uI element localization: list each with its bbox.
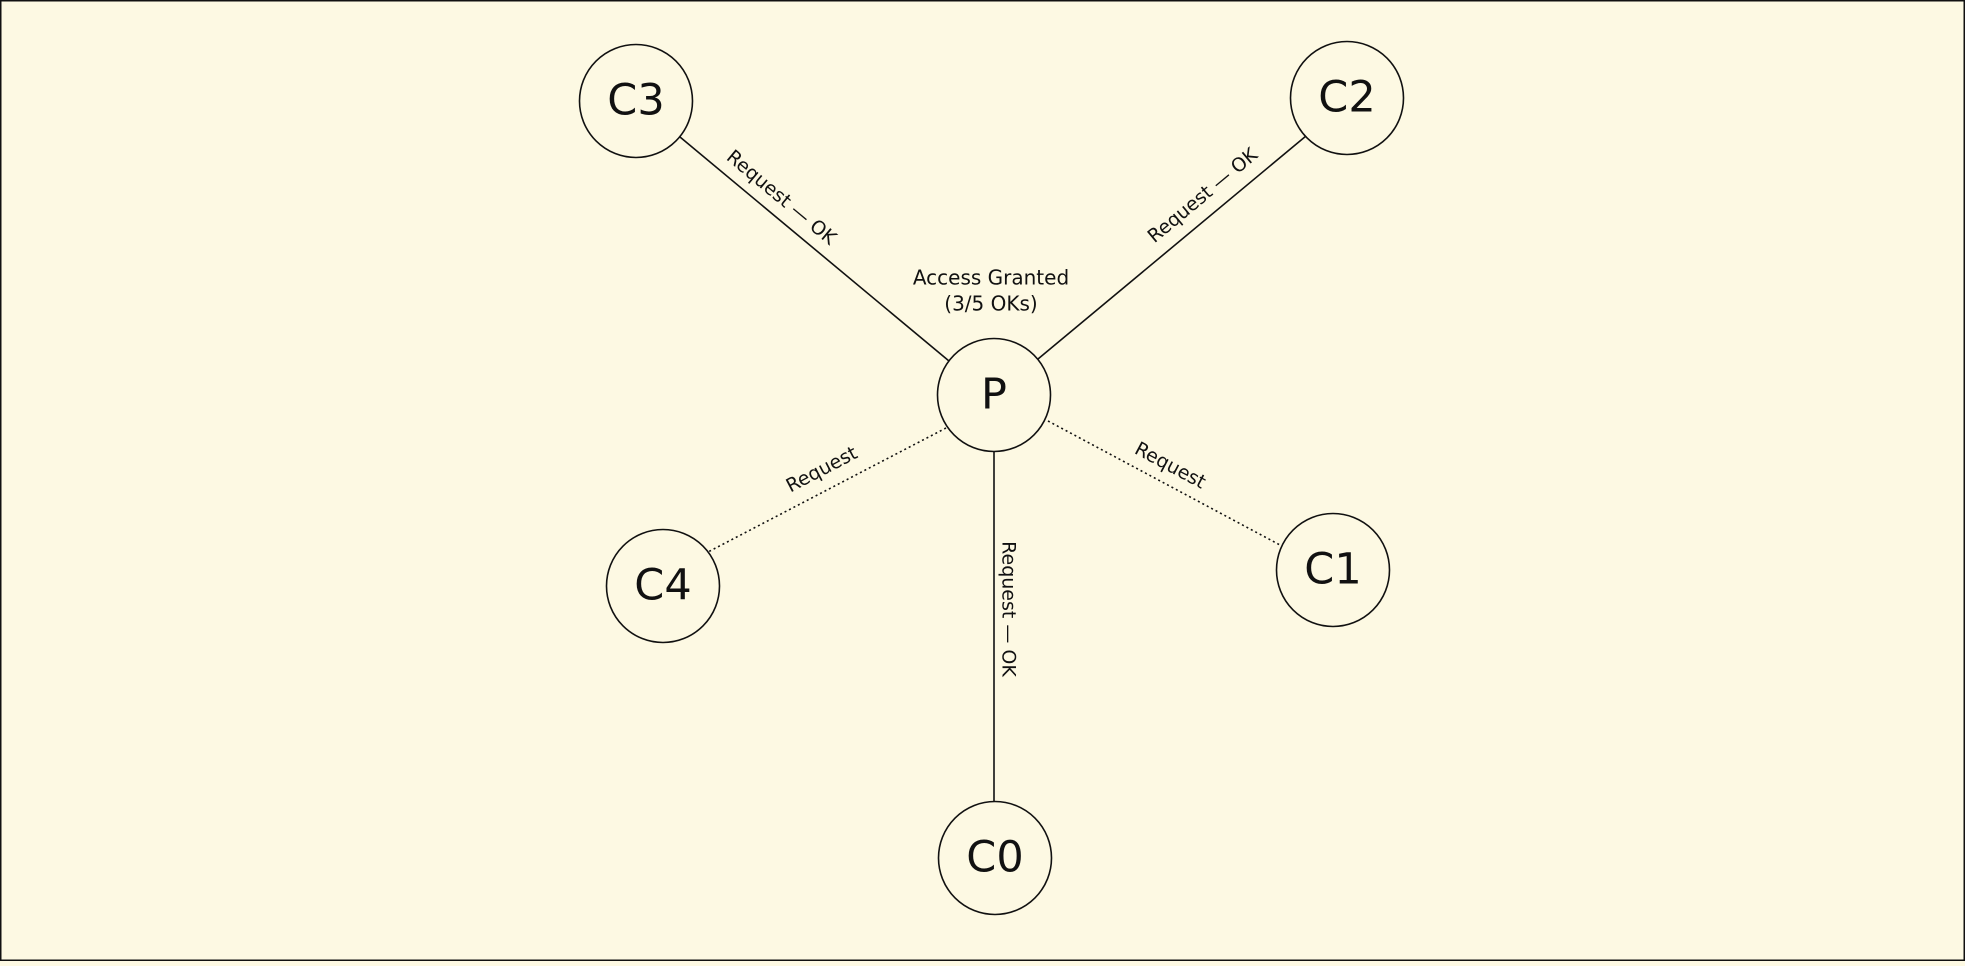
node-c4-circle [605,528,721,644]
edge-label-p-c0: Request — OK [998,541,1020,677]
node-c0-label: C0 [966,833,1023,883]
node-c4-label: C4 [634,561,691,611]
node-c0: C0 [937,800,1053,916]
node-p: P [936,337,1052,453]
node-p-circle [936,337,1052,453]
node-c1-circle [1275,512,1391,628]
access-status-caption: Access Granted (3/5 OKs) [913,266,1069,316]
node-c0-circle [937,800,1053,916]
node-c1-label: C1 [1304,545,1361,595]
access-status-line-2: (3/5 OKs) [944,292,1037,316]
edge-p-c3 [679,136,950,362]
node-c3: C3 [578,43,694,159]
node-c4: C4 [605,528,721,644]
node-c2: C2 [1289,40,1405,156]
node-c3-circle [578,43,694,159]
node-p-label: P [981,370,1007,420]
node-c2-label: C2 [1318,73,1375,123]
access-status-line-1: Access Granted [913,266,1069,290]
node-c1: C1 [1275,512,1391,628]
edge-p-c2 [1037,135,1307,360]
edge-p-c1 [1047,420,1281,546]
node-c3-label: C3 [607,76,664,126]
edge-group [679,135,1307,801]
node-group: P C0 C1 C2 C3 C4 [578,40,1405,916]
node-c2-circle [1289,40,1405,156]
